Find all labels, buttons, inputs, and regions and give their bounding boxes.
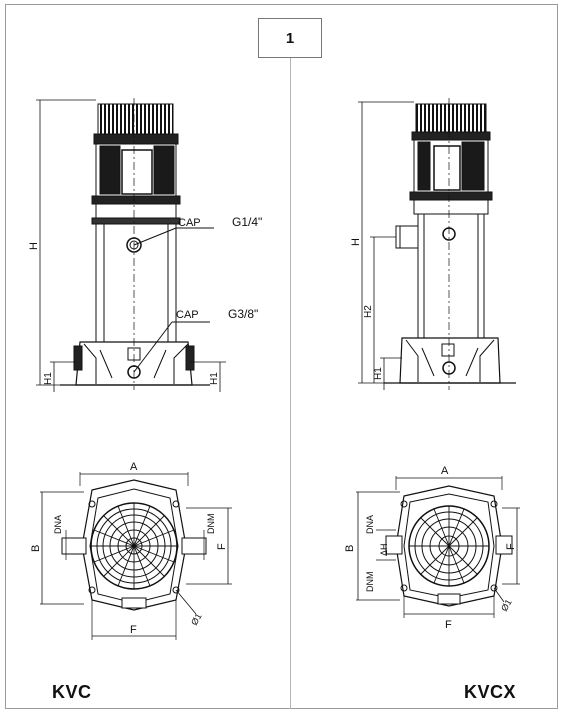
kvc-dim-f-right: F bbox=[216, 543, 228, 550]
model-label-kvcx: KVCX bbox=[464, 682, 517, 702]
kvcx-dim-h: H bbox=[350, 238, 362, 246]
kvcx-dim-h2: H2 bbox=[363, 305, 374, 318]
kvc-port-lower-label: G3/8" bbox=[228, 307, 258, 321]
kvc-dim-dnm: DNM bbox=[206, 514, 216, 535]
kvcx-motor bbox=[409, 103, 493, 215]
kvcx-pump-base bbox=[384, 337, 516, 384]
kvcx-dim-dna: DNA bbox=[365, 515, 375, 534]
kvc-plan-view bbox=[40, 472, 232, 640]
kvcx-dim-h1: H1 bbox=[373, 367, 384, 380]
page-number-box: 1 bbox=[258, 18, 322, 58]
kvc-cap-lower-label: CAP bbox=[176, 309, 199, 321]
drawing-frame bbox=[5, 4, 558, 709]
kvc-dim-dna: DNA bbox=[53, 515, 63, 534]
kvcx-dim-dnm: DNM bbox=[365, 572, 375, 593]
kvc-dim-h1-right: H1 bbox=[209, 372, 220, 385]
kvcx-dim-f-right: F bbox=[505, 543, 517, 550]
kvcx-dim-delta-h: ΔH bbox=[379, 543, 389, 556]
kvc-side-view bbox=[36, 98, 226, 392]
kvcx-dim-b: B bbox=[344, 545, 356, 552]
kvcx-pump-body bbox=[395, 213, 485, 339]
kvcx-plan-view bbox=[356, 476, 520, 618]
kvc-cap-upper-label: CAP bbox=[178, 217, 201, 229]
kvc-dim-f-bottom: F bbox=[130, 624, 137, 636]
model-label-kvc: KVC bbox=[52, 682, 92, 702]
kvc-dim-b: B bbox=[30, 545, 42, 552]
kvcx-side-view bbox=[358, 98, 516, 390]
kvcx-dim-phi: Ø1 bbox=[499, 598, 514, 613]
center-divider bbox=[290, 58, 291, 709]
kvc-dim-phi: Ø1 bbox=[189, 612, 204, 627]
kvcx-dim-a: A bbox=[441, 465, 449, 477]
page-number: 1 bbox=[285, 29, 295, 47]
kvc-dim-a: A bbox=[130, 461, 138, 473]
kvc-motor bbox=[91, 103, 181, 225]
kvc-dim-h: H bbox=[28, 242, 40, 250]
kvc-pump-base bbox=[60, 341, 210, 386]
kvc-dim-h1-left: H1 bbox=[43, 372, 54, 385]
kvcx-dim-f-bottom: F bbox=[445, 619, 452, 631]
kvc-port-upper-label: G1/4" bbox=[232, 215, 262, 229]
kvc-pump-body bbox=[95, 223, 177, 343]
